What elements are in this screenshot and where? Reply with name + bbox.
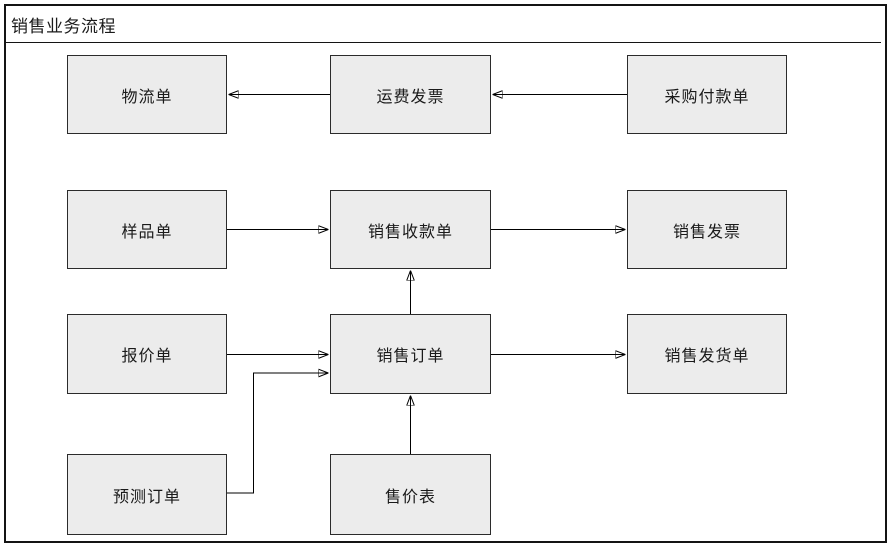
node-label: 预测订单 xyxy=(112,488,181,506)
node-sample-order: 样品单 xyxy=(67,190,227,269)
node-logistics-order: 物流单 xyxy=(67,55,227,134)
node-quotation-order: 报价单 xyxy=(67,314,227,394)
node-forecast-order: 预测订单 xyxy=(67,454,227,535)
node-label: 报价单 xyxy=(121,348,173,365)
node-label: 销售发票 xyxy=(672,223,741,241)
node-label: 销售订单 xyxy=(376,348,445,365)
node-label: 售价表 xyxy=(384,488,436,506)
node-label: 销售发货单 xyxy=(664,348,750,365)
node-label: 运费发票 xyxy=(376,88,445,106)
node-label: 采购付款单 xyxy=(664,88,750,106)
node-sales-receipt-order: 销售收款单 xyxy=(330,190,491,269)
node-label: 样品单 xyxy=(121,223,173,241)
node-purchase-payment-order: 采购付款单 xyxy=(627,55,787,134)
node-price-list: 售价表 xyxy=(330,454,491,535)
node-sales-invoice: 销售发票 xyxy=(627,190,787,269)
node-sales-order: 销售订单 xyxy=(330,314,491,394)
node-label: 销售收款单 xyxy=(367,223,453,241)
arrow-forecast-order-to-sales-order xyxy=(227,373,328,494)
title-bar: 销售业务流程 xyxy=(6,6,881,43)
node-label: 物流单 xyxy=(121,88,173,106)
node-sales-delivery-order: 销售发货单 xyxy=(627,314,787,394)
page-title: 销售业务流程 xyxy=(11,16,116,36)
node-freight-invoice: 运费发票 xyxy=(330,55,491,134)
